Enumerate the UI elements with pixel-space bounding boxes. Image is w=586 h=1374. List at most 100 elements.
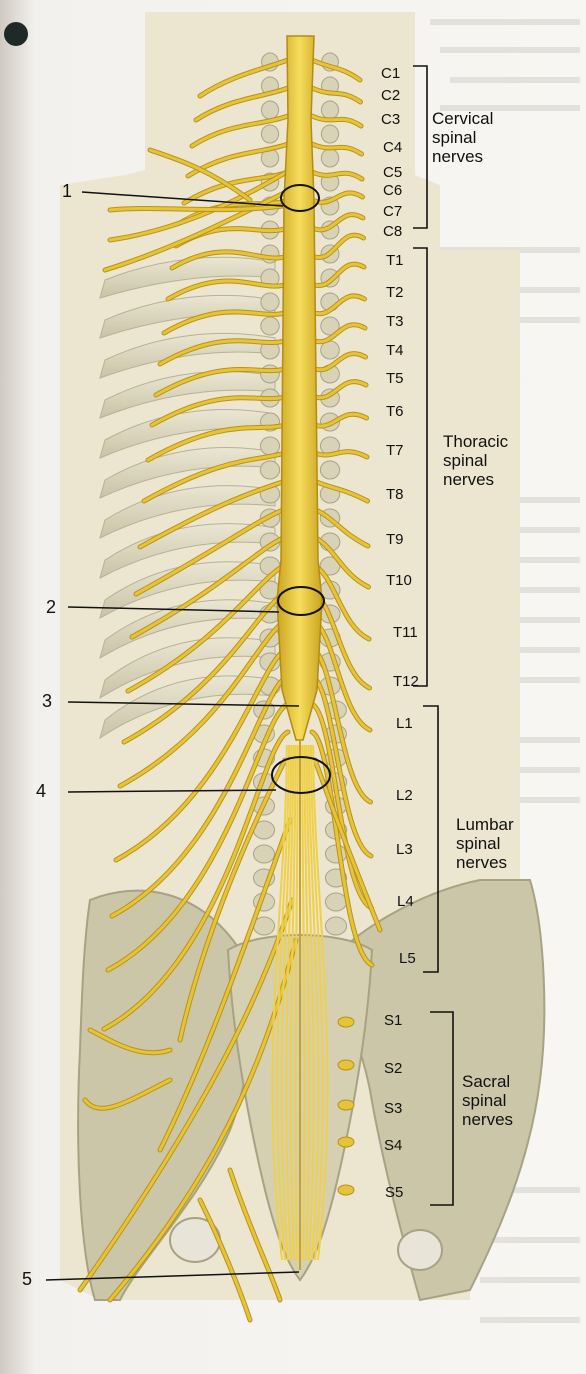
nerve-branch: [310, 380, 368, 400]
nerve-branch: [310, 702, 373, 910]
group-label-line: spinal: [443, 451, 488, 470]
segment-label-t6: T6: [386, 403, 404, 420]
group-label-line: nerves: [456, 853, 508, 872]
nerve-branch: [170, 250, 290, 270]
nerve-branch: [310, 294, 366, 316]
group-label-lumbar: Lumbar spinal nerves: [456, 815, 514, 872]
spinal-cord: [276, 35, 323, 741]
cauda-equina: [271, 744, 329, 1261]
leader-lines: [45, 191, 300, 1281]
segment-label-t10: T10: [386, 572, 412, 589]
segment-label-l3: L3: [396, 841, 413, 858]
segment-label-l2: L2: [396, 787, 413, 804]
nerve-branch: [313, 758, 382, 932]
bracket-sacral: [430, 1011, 454, 1206]
segment-label-t3: T3: [386, 313, 404, 330]
group-label-sacral: Sacral spinal nerves: [462, 1072, 513, 1129]
cauda-strand: [310, 744, 324, 1261]
nerve-branch: [88, 1028, 172, 1055]
nerve-branch: [310, 58, 362, 82]
segment-label-l4: L4: [397, 893, 414, 910]
nerve-branch: [108, 168, 292, 242]
segment-label-t8: T8: [386, 486, 404, 503]
cauda-strand: [294, 744, 299, 1261]
vertebra: [260, 292, 280, 312]
right-ilium: [328, 879, 546, 1302]
cauda-strand: [271, 744, 288, 1261]
segment-label-t4: T4: [386, 342, 404, 359]
segment-label-t1: T1: [386, 252, 404, 269]
nerve-branch: [150, 394, 290, 427]
nerve-branch: [138, 478, 290, 549]
nerve-branch: [130, 534, 290, 639]
segment-label-c7: C7: [383, 203, 403, 220]
nerve-branch: [102, 730, 290, 1031]
callout-1: 1: [62, 181, 73, 201]
cauda-strand: [289, 744, 297, 1261]
group-label-line: spinal: [456, 834, 501, 853]
leader-line-4: [67, 789, 277, 793]
sacral-foramen: [337, 1016, 355, 1028]
marker-lumbar-enlargement: [277, 586, 325, 616]
nerve-branch: [310, 674, 373, 858]
segment-label-l1: L1: [396, 715, 413, 732]
segment-label-s1: S1: [384, 1012, 403, 1029]
segment-label-c4: C4: [383, 139, 403, 156]
marker-cervical-enlargement: [280, 184, 320, 212]
group-brackets: [413, 65, 454, 1206]
nerve-branch: [310, 323, 367, 344]
nerve-branch: [310, 213, 365, 232]
nerve-branch: [158, 338, 290, 366]
nerve-branch: [154, 366, 290, 397]
vertebra: [260, 124, 280, 144]
leader-line-3: [67, 701, 300, 707]
segment-label-l5: L5: [399, 950, 416, 967]
vertebra: [259, 436, 281, 456]
vertebra: [324, 892, 348, 912]
group-label-line: nerves: [462, 1110, 514, 1129]
vertebra: [320, 148, 340, 168]
nerve-branch: [310, 170, 364, 181]
vertebra: [320, 124, 340, 144]
segment-label-t11: T11: [393, 624, 418, 641]
bracket-thoracic: [413, 247, 428, 687]
cauda-strand: [301, 744, 306, 1261]
cauda-strand: [276, 744, 290, 1261]
marker-cauda-equina: [271, 756, 331, 794]
vertebra: [259, 460, 281, 480]
nerve-branch: [134, 506, 290, 596]
group-label-line: nerves: [432, 147, 484, 166]
nerve-branch: [103, 188, 292, 272]
group-label-line: Thoracic: [443, 432, 509, 451]
nerve-branch: [310, 450, 369, 459]
leader-line-1: [81, 191, 284, 207]
segment-label-c6: C6: [383, 182, 403, 199]
vertebra: [320, 100, 340, 120]
cauda-strand: [280, 744, 293, 1261]
cauda-strand: [305, 744, 315, 1261]
vertebra: [319, 460, 341, 480]
segment-label-c1: C1: [381, 65, 401, 82]
segment-label-c2: C2: [381, 87, 401, 104]
nerve-branch: [310, 233, 365, 260]
nerve-branch: [106, 702, 290, 972]
callout-3: 3: [42, 691, 53, 711]
vertebra: [260, 100, 280, 120]
rib: [99, 332, 276, 379]
vertebra: [260, 316, 280, 336]
nerve-branch: [110, 674, 290, 918]
group-label-line: nerves: [443, 470, 495, 489]
group-label-line: spinal: [432, 128, 477, 147]
sacral-foramen: [337, 1059, 355, 1071]
group-label-thoracic: Thoracic spinal nerves: [443, 432, 508, 489]
nerve-branch: [190, 114, 290, 148]
segment-label-t2: T2: [386, 284, 404, 301]
nerve-branch: [146, 422, 290, 462]
sacral-foramen: [337, 1136, 355, 1148]
nerve-branch: [310, 114, 363, 128]
vertebra: [324, 916, 348, 936]
nerve-branch: [310, 142, 363, 156]
sacral-foramen: [337, 1184, 355, 1196]
